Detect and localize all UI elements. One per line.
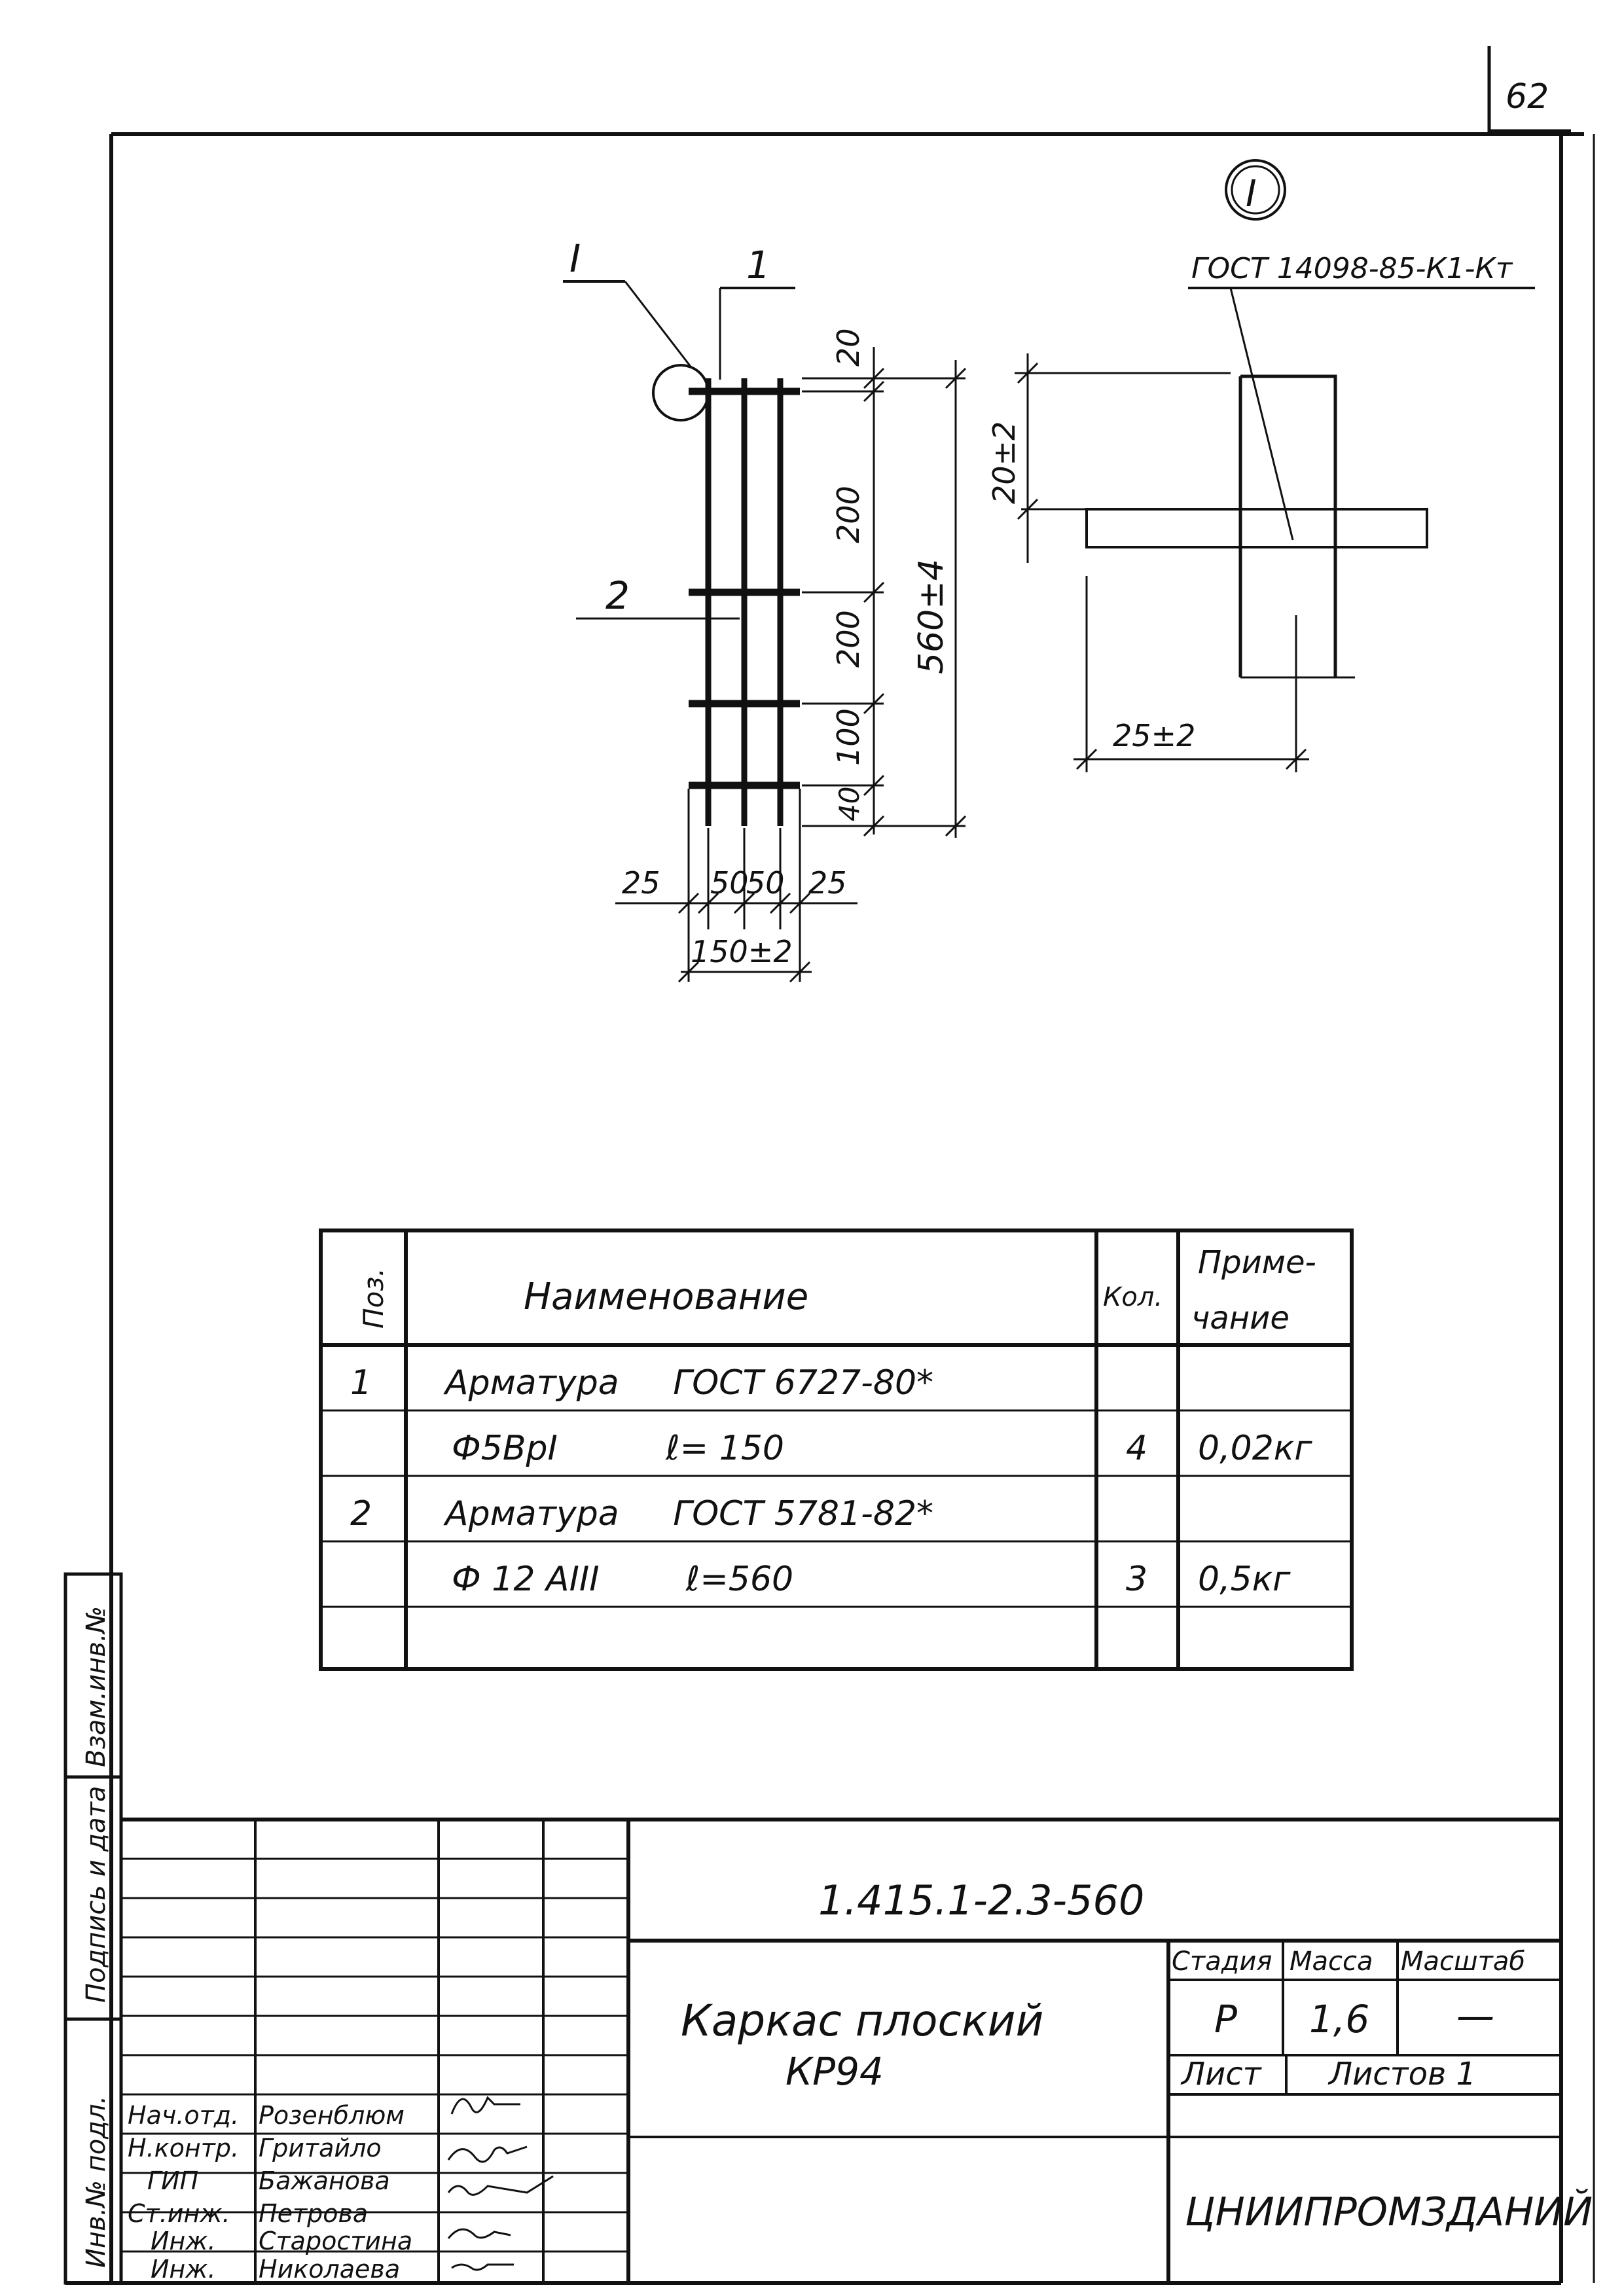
- spec-cell-pos: 1: [350, 1363, 372, 1403]
- weld-standard-label: ГОСТ 14098-85-К1-Кт: [1191, 252, 1513, 285]
- spec-cell-name: Арматура ГОСТ 6727-80*: [443, 1363, 933, 1403]
- drawing-mark: КР94: [785, 2049, 884, 2094]
- title-block: 1.415.1-2.3-560 Каркас плоский КР94 Стад…: [121, 1818, 1593, 2283]
- staff-name: Бажанова: [259, 2166, 390, 2195]
- spec-header-note-1: Приме-: [1198, 1244, 1316, 1281]
- detail-title-circle: [1225, 159, 1286, 221]
- longitudinal-bars: [705, 378, 784, 826]
- title-block-grid: [121, 1818, 1561, 2283]
- staff-row: Н.контр. Гритайло: [128, 2134, 382, 2162]
- dimension-100: 100: [831, 708, 866, 766]
- detail-height-label: 20±2: [986, 422, 1022, 504]
- scale-label: Масштаб: [1401, 1946, 1525, 1977]
- side-stamp: [63, 1572, 123, 2285]
- detail-width-dimension: [1074, 576, 1309, 772]
- side-stamp-replaced-inventory: Взам.инв.№: [81, 1606, 111, 1767]
- stage-label: Стадия: [1172, 1946, 1272, 1977]
- rebar-frame-drawing: I 1 2 20: [563, 236, 967, 983]
- spec-header-pos: Поз.: [357, 1268, 389, 1329]
- staff-role: Инж.: [151, 2255, 216, 2284]
- staff-role: Нач.отд.: [128, 2101, 239, 2130]
- spec-cell-pos: 2: [350, 1494, 372, 1534]
- dimension-width-50-right: 50: [746, 865, 785, 901]
- detail-width-label: 25±2: [1113, 718, 1195, 753]
- detail-marker-circle: [652, 364, 710, 422]
- scale-value: —: [1456, 1994, 1494, 2038]
- side-stamp-inventory-number: Инв.№ подл.: [81, 2096, 111, 2268]
- staff-row: Нач.отд. Розенблюм: [128, 2101, 405, 2130]
- staff-name: Старостина: [259, 2227, 412, 2255]
- side-stamp-signature-date: Подпись и дата: [81, 1786, 111, 2003]
- sheet-label: Лист: [1180, 2056, 1263, 2092]
- stage-value: Р: [1214, 1997, 1237, 2041]
- spec-header-qty: Кол.: [1103, 1282, 1163, 1312]
- staff-role: Ст.инж.: [128, 2199, 230, 2228]
- detail-marker-label: I: [569, 236, 581, 281]
- mass-label: Масса: [1290, 1946, 1373, 1977]
- drawing-title: Каркас плоский: [681, 1996, 1043, 2046]
- spec-row: Ф 12 АIII ℓ=560 3 0,5кг: [452, 1560, 1291, 1599]
- page-number: 62: [1506, 77, 1549, 117]
- spec-cell-note: 0,02кг: [1198, 1429, 1312, 1468]
- staff-role: Инж.: [151, 2227, 216, 2255]
- detail-I-drawing: I ГОСТ 14098-85-К1-Кт 20±2 25±2: [986, 159, 1535, 772]
- dimension-width-25-left: 25: [622, 865, 660, 901]
- staff-name: Гритайло: [259, 2134, 382, 2162]
- dimension-width-50-left: 50: [710, 865, 749, 901]
- dimension-200-upper: 200: [831, 486, 866, 543]
- dimension-width-25-right: 25: [808, 865, 847, 901]
- organization-name: ЦНИИПРОМЗДАНИЙ: [1185, 2189, 1593, 2235]
- dimension-total-length: 560±4: [912, 559, 951, 674]
- spec-cell-name: Арматура ГОСТ 5781-82*: [443, 1494, 933, 1534]
- dimension-200-lower: 200: [831, 610, 866, 668]
- staff-row: Инж. Старостина: [151, 2227, 412, 2255]
- staff-name: Розенблюм: [259, 2101, 405, 2130]
- staff-role: ГИП: [147, 2166, 198, 2195]
- position-2-label: 2: [605, 573, 630, 618]
- spec-cell-note: 0,5кг: [1198, 1560, 1291, 1599]
- staff-name: Петрова: [259, 2199, 368, 2228]
- spec-row: 2 Арматура ГОСТ 5781-82*: [350, 1494, 933, 1534]
- spec-row: Ф5ВрI ℓ= 150 4 0,02кг: [452, 1429, 1312, 1468]
- signatures: [447, 2096, 554, 2271]
- spec-cell-name: Ф5ВрI ℓ= 150: [452, 1429, 784, 1468]
- spec-table: Поз. Наименование Кол. Приме- чание 1 Ар…: [319, 1229, 1354, 1671]
- staff-row: Инж. Николаева: [151, 2255, 400, 2284]
- staff-row: Ст.инж. Петрова: [128, 2199, 368, 2228]
- page-number-box: 62: [1487, 46, 1571, 133]
- detail-height-dimension: [1015, 353, 1231, 563]
- vertical-dimension-chain: [802, 347, 967, 838]
- frame: [65, 132, 1595, 2285]
- position-1-label: 1: [746, 243, 770, 287]
- spec-header-name: Наименование: [524, 1276, 808, 1318]
- dimension-20: 20: [831, 328, 866, 367]
- dimension-40: 40: [833, 787, 865, 821]
- spec-row: 1 Арматура ГОСТ 6727-80*: [350, 1363, 933, 1403]
- sheets-count: Листов 1: [1327, 2056, 1476, 2092]
- spec-header-note-2: чание: [1191, 1300, 1290, 1336]
- spec-cell-name: Ф 12 АIII ℓ=560: [452, 1560, 793, 1599]
- document-code: 1.415.1-2.3-560: [818, 1876, 1144, 1924]
- spec-cell-qty: 4: [1126, 1429, 1147, 1468]
- spec-table-grid: [319, 1229, 1354, 1671]
- dimension-total-width: 150±2: [691, 934, 793, 969]
- staff-row: ГИП Бажанова: [147, 2166, 390, 2195]
- staff-role: Н.контр.: [128, 2134, 239, 2162]
- horizontal-dimension-chain: [615, 789, 857, 983]
- mass-value: 1,6: [1309, 1997, 1369, 2041]
- spec-cell-qty: 3: [1126, 1560, 1147, 1599]
- staff-name: Николаева: [259, 2255, 400, 2284]
- detail-title-label: I: [1246, 173, 1257, 215]
